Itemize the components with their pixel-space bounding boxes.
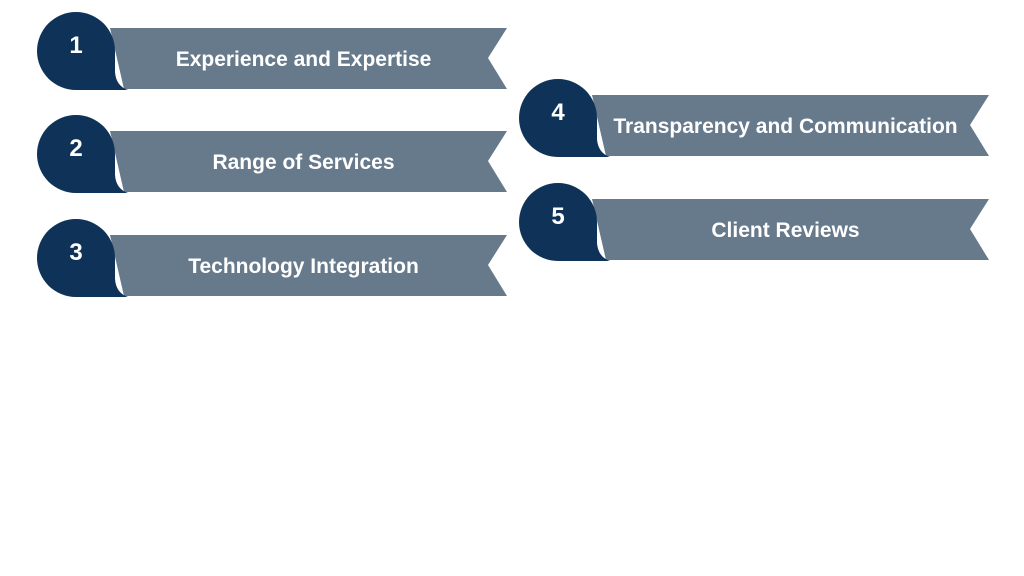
step-number: 5	[551, 203, 565, 230]
step-label: Client Reviews	[711, 219, 860, 242]
ribbon-shape	[37, 219, 507, 297]
ribbon-shape	[37, 12, 507, 90]
step-label: Range of Services	[212, 151, 395, 174]
step-label: Transparency and Communication	[613, 115, 958, 138]
ribbon-shape	[37, 115, 507, 193]
step-number: 3	[69, 239, 83, 266]
step-label: Experience and Expertise	[175, 48, 432, 71]
step-number: 4	[551, 99, 565, 126]
step-number: 1	[69, 32, 83, 59]
ribbon-shape	[519, 183, 989, 261]
step-label: Technology Integration	[188, 255, 419, 278]
ribbon-shape	[519, 79, 989, 157]
step-number: 2	[69, 135, 83, 162]
